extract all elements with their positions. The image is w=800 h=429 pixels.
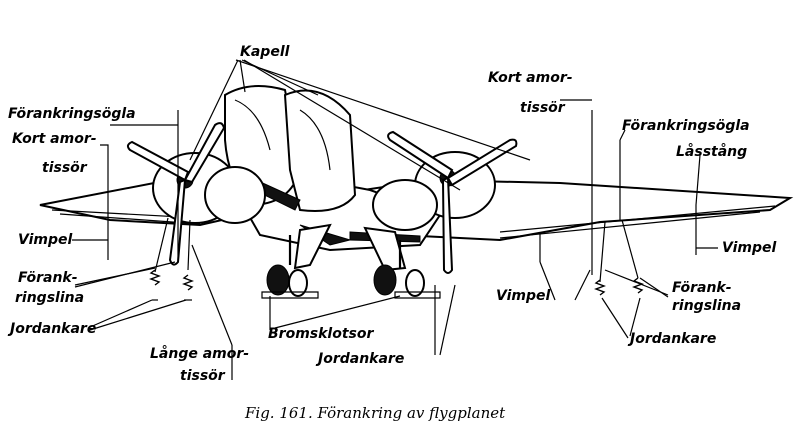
- right-propeller: [387, 130, 518, 274]
- label-forankringslina-left-1: Förank-: [18, 270, 78, 286]
- label-lasstang: Låsstång: [676, 143, 747, 160]
- label-lang-amortissor-1: Långe amor-: [150, 345, 249, 362]
- label-vimpel-right: Vimpel: [722, 240, 776, 256]
- label-kort-amortissor-left-2: tissör: [42, 160, 88, 176]
- left-tiedowns: [107, 110, 194, 301]
- label-forankringslina-right-2: ringslina: [672, 298, 741, 314]
- figure-caption: Fig. 161. Förankring av flygplanet: [244, 404, 506, 422]
- label-vimpel-center-right: Vimpel: [496, 288, 550, 304]
- label-kort-amortissor-right-1: Kort amor-: [488, 70, 573, 86]
- label-kort-amortissor-right-2: tissör: [520, 100, 566, 116]
- label-forankringsogla-left: Förankringsögla: [8, 106, 136, 122]
- label-bromsklotsor: Bromsklotsor: [268, 326, 374, 342]
- right-tiedowns: [539, 110, 697, 296]
- label-jordankare-left: Jordankare: [7, 321, 96, 337]
- leader-lines: [72, 59, 718, 380]
- label-forankringslina-left-2: ringslina: [15, 290, 84, 306]
- label-forankringslina-right-1: Förank-: [672, 280, 732, 296]
- label-vimpel-left: Vimpel: [18, 232, 72, 248]
- right-main-gear: [363, 226, 441, 299]
- left-main-gear: [261, 223, 332, 299]
- labels: Kapell Förankringsögla Kort amor- tissör…: [7, 44, 776, 384]
- label-jordankare-right: Jordankare: [627, 331, 716, 347]
- label-kort-amortissor-left-1: Kort amor-: [12, 131, 97, 147]
- label-jordankare-center: Jordankare: [315, 351, 404, 367]
- label-lang-amortissor-2: tissör: [180, 368, 226, 384]
- label-kapell: Kapell: [240, 44, 290, 60]
- label-forankringsogla-right: Förankringsögla: [622, 118, 750, 134]
